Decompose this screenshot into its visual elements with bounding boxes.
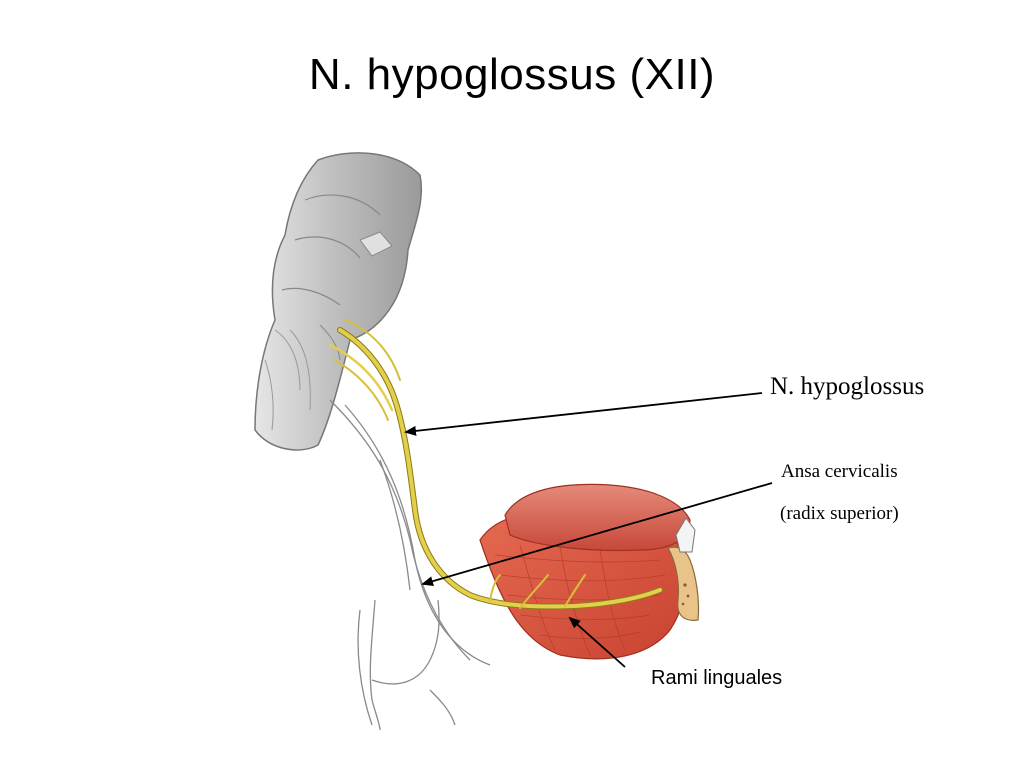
brainstem-drawing xyxy=(254,152,423,451)
label-radix-superior: (radix superior) xyxy=(780,503,899,524)
slide-title: N. hypoglossus (XII) xyxy=(308,50,716,99)
label-rami-linguales: Rami linguales xyxy=(651,667,783,689)
pointer-lines xyxy=(404,392,773,668)
cervical-outline-lines xyxy=(329,399,491,731)
tongue-drawing xyxy=(479,483,691,660)
pointer-ansa xyxy=(421,482,773,587)
label-ansa-cervicalis: Ansa cervicalis xyxy=(781,461,898,482)
label-hypoglossus: N. hypoglossus xyxy=(770,373,925,400)
bone-drawing xyxy=(667,517,700,621)
hypoglossal-nerve xyxy=(328,319,663,610)
pointer-hypoglossus xyxy=(404,392,763,436)
pointer-rami xyxy=(568,616,626,668)
